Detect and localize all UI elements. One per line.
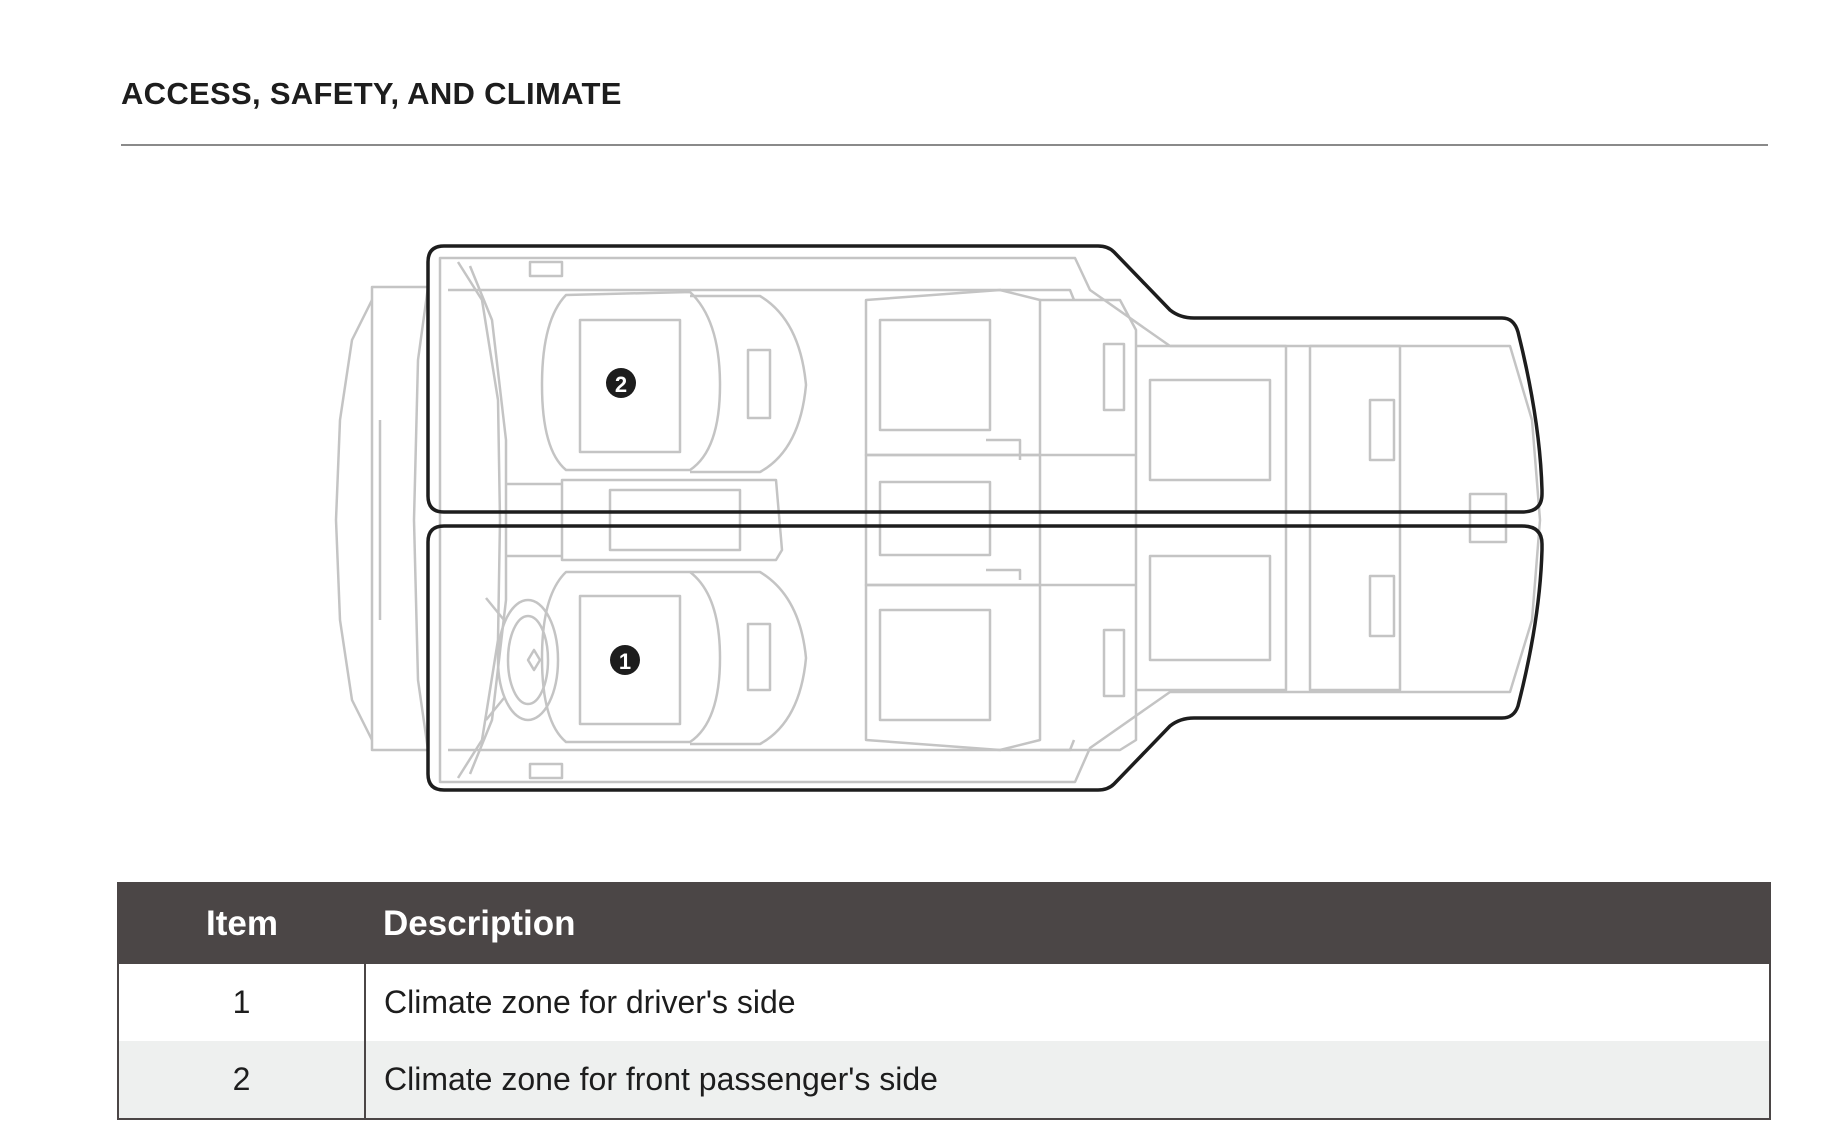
header-description: Description [365, 883, 1770, 964]
row-item: 2 [118, 1041, 366, 1119]
climate-zone-outlines [426, 244, 1544, 792]
row-item: 1 [118, 964, 366, 1041]
row-description: Climate zone for driver's side [384, 984, 796, 1020]
table-row: 1 Climate zone for driver's side [118, 964, 1770, 1041]
vehicle-outline [334, 256, 1542, 784]
table-row: 2 Climate zone for front passenger's sid… [118, 1041, 1770, 1119]
zone-2-outline [426, 244, 1544, 514]
zone-1-outline [426, 524, 1544, 792]
marker-item-2: 2 [606, 368, 636, 398]
marker-number-1: 1 [619, 649, 631, 674]
table-header-row: Item Description [118, 883, 1770, 964]
row-description: Climate zone for front passenger's side [365, 1041, 1770, 1119]
marker-number-2: 2 [615, 372, 627, 397]
title-divider [121, 144, 1768, 146]
legend-table: Item Description 1 Climate zone for driv… [117, 882, 1771, 1120]
section-title: ACCESS, SAFETY, AND CLIMATE [121, 76, 622, 111]
marker-item-1: 1 [610, 645, 640, 675]
header-item: Item [118, 883, 365, 964]
